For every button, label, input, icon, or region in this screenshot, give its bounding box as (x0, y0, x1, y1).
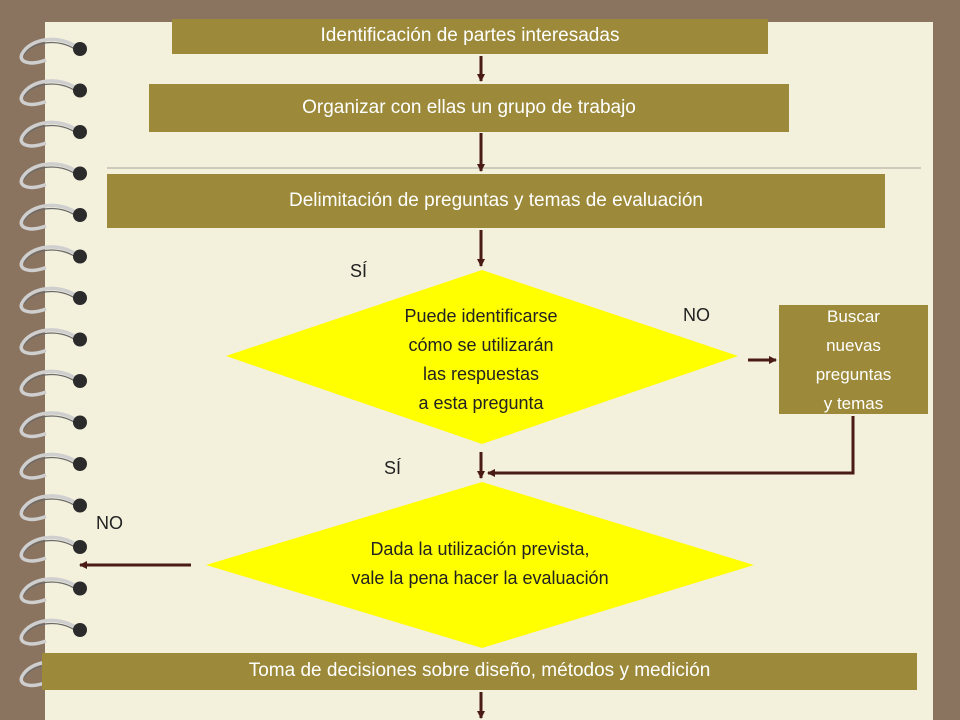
spiral-ring (19, 245, 80, 273)
spiral-ring (19, 203, 80, 231)
step-search-label: Buscar nuevas preguntas y temas (815, 306, 892, 413)
spiral-ring (19, 328, 80, 356)
spiral-ring-shadow (23, 373, 77, 388)
spiral-ring-shadow (23, 539, 77, 554)
spiral-hole (73, 332, 87, 347)
spiral-hole (73, 623, 87, 637)
spiral-ring-shadow (23, 456, 77, 471)
spiral-ring (19, 577, 80, 605)
step-organize-label: Organizar con ellas un grupo de trabajo (302, 96, 636, 118)
spiral-ring-shadow (23, 415, 77, 429)
label-yes-2: SÍ (384, 458, 402, 478)
step-identify-label: Identificación de partes interesadas (320, 25, 620, 47)
step-decisions-label: Toma de decisiones sobre diseño, métodos… (248, 660, 711, 682)
spiral-hole (73, 166, 87, 181)
spiral-hole (73, 291, 87, 305)
spiral-hole (73, 42, 87, 56)
spiral-ring-shadow (23, 124, 77, 139)
spiral-hole (73, 208, 87, 222)
label-no-1: NO (683, 305, 710, 325)
arrow-search-loop-back (487, 416, 855, 477)
step-organize-group: Organizar con ellas un grupo de trabajo (149, 84, 789, 132)
spiral-ring (19, 411, 80, 439)
spiral-hole (73, 581, 87, 596)
spiral-ring (19, 535, 80, 563)
spiral-hole (73, 540, 87, 554)
label-yes-1: SÍ (350, 261, 368, 281)
spiral-hole (73, 125, 87, 139)
step-search-new-questions: Buscar nuevas preguntas y temas (779, 305, 928, 414)
spiral-hole (73, 415, 87, 430)
spiral-ring (19, 286, 80, 314)
spiral-hole (73, 374, 87, 388)
spiral-ring (19, 79, 80, 107)
spiral-ring (19, 618, 80, 646)
spiral-ring (19, 120, 80, 148)
spiral-ring-shadow (23, 207, 77, 222)
spiral-ring (19, 369, 80, 397)
spiral-ring-shadow (23, 332, 77, 346)
spiral-ring-shadow (23, 166, 77, 180)
spiral-ring-shadow (23, 581, 77, 595)
spiral-ring (19, 494, 80, 522)
spiral-ring (19, 37, 80, 65)
label-no-2: NO (96, 513, 123, 533)
decision-1-text: Puede identificarse cómo se utilizarán l… (404, 306, 558, 413)
step-delimit-questions: Delimitación de preguntas y temas de eva… (107, 174, 885, 228)
spiral-hole (73, 498, 87, 513)
step-identify-stakeholders: Identificación de partes interesadas (172, 19, 768, 54)
decision-2-text: Dada la utilización prevista, vale la pe… (351, 539, 609, 588)
spiral-ring (19, 162, 80, 190)
spiral-hole (73, 457, 87, 471)
spiral-ring-shadow (23, 83, 77, 97)
spiral-ring-shadow (23, 249, 77, 263)
decision-diamond-1 (226, 270, 738, 444)
step-decisions: Toma de decisiones sobre diseño, métodos… (42, 653, 917, 690)
spiral-ring-shadow (23, 498, 77, 512)
decision-diamond-2 (206, 482, 754, 648)
spiral-ring-shadow (23, 622, 77, 637)
step-delimit-label: Delimitación de preguntas y temas de eva… (288, 189, 703, 211)
spiral-ring-shadow (23, 290, 77, 305)
spiral-ring-shadow (23, 41, 77, 56)
spiral-ring (19, 452, 80, 480)
spiral-hole (73, 249, 87, 264)
spiral-hole (73, 83, 87, 98)
